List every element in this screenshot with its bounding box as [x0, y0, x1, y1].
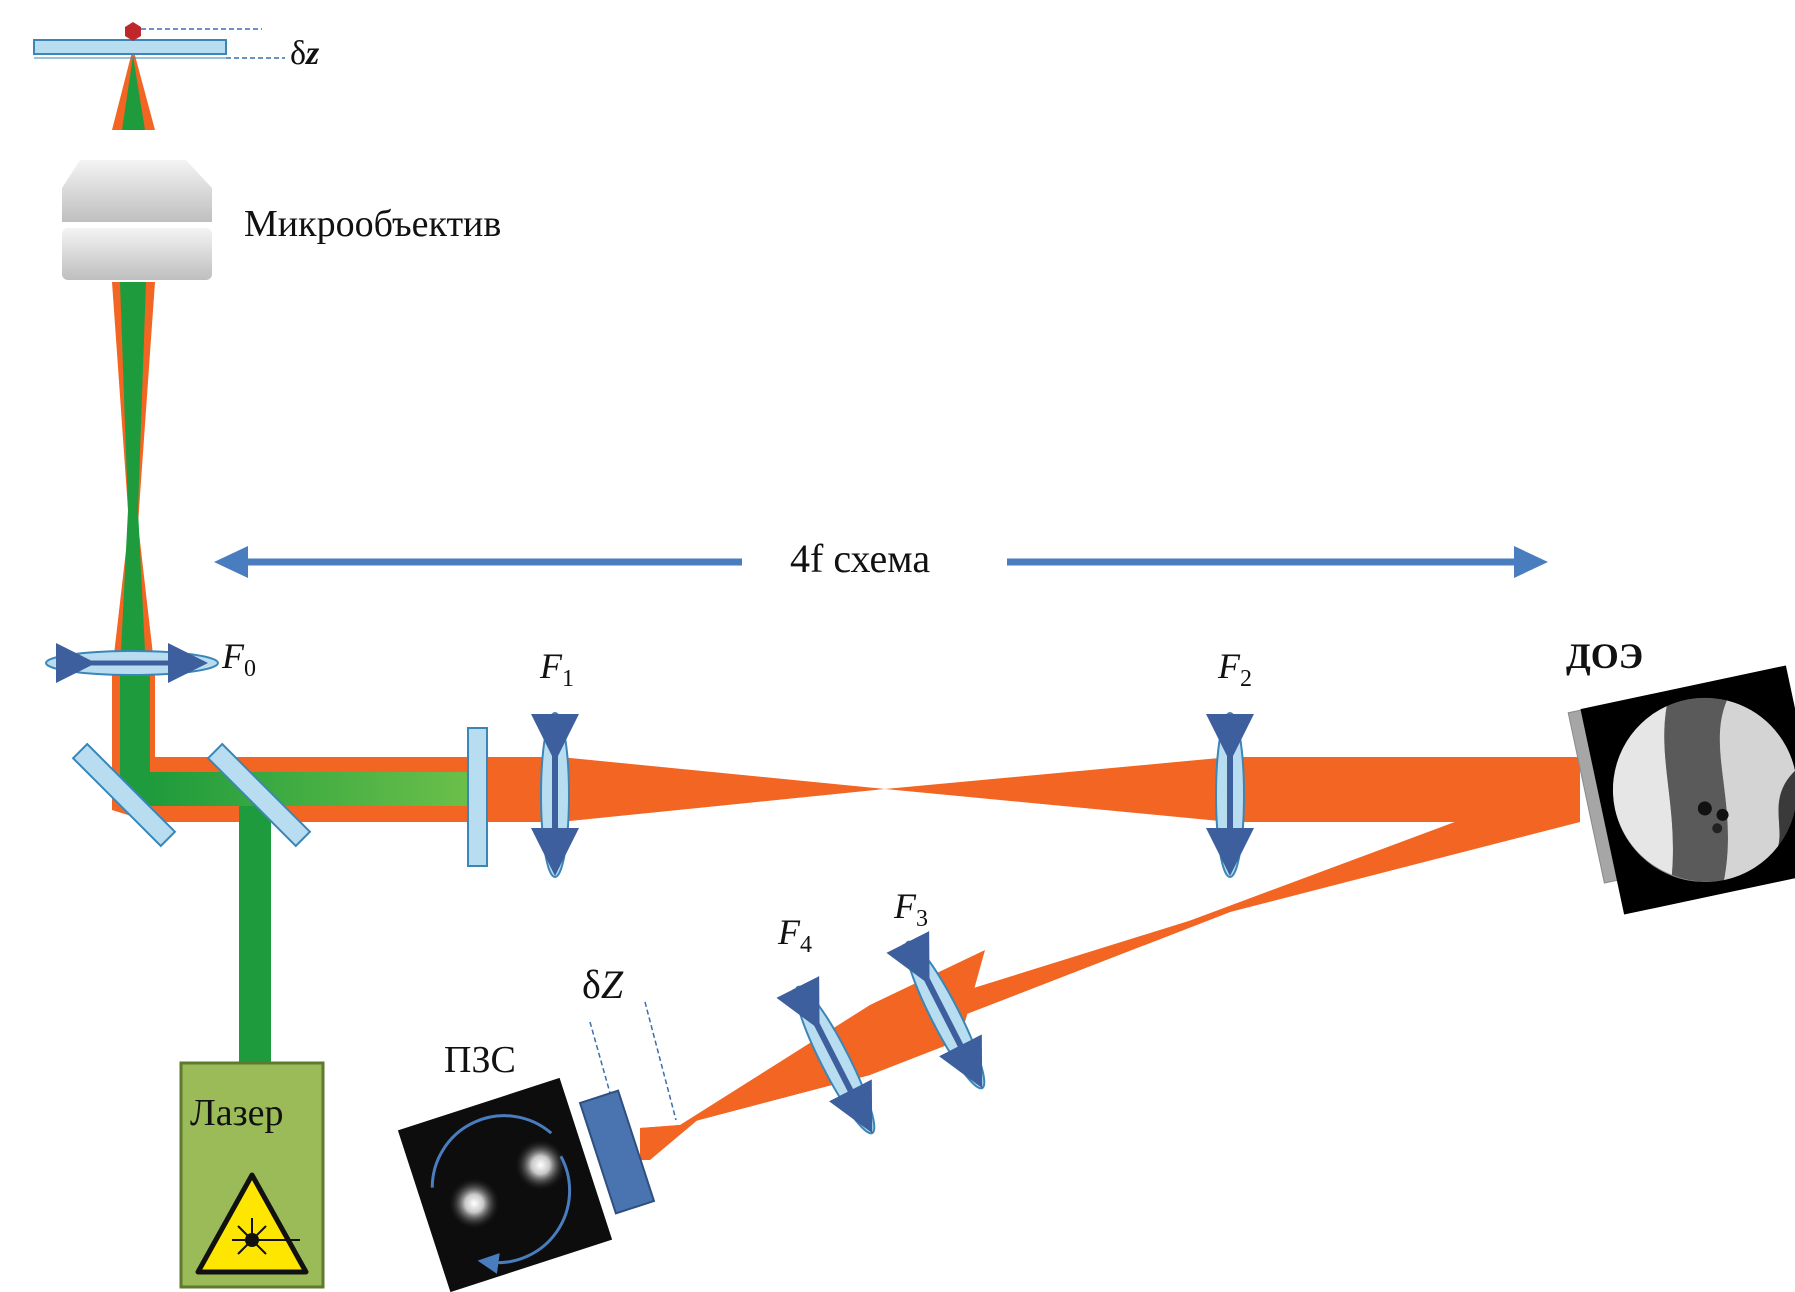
doe-phase-image: [1580, 665, 1795, 915]
lens-f2: [1206, 712, 1254, 878]
objective-label: Микрообъектив: [244, 203, 501, 245]
green-beam-horizontal: [150, 772, 473, 806]
beam-splitter-left: [71, 742, 177, 848]
dz-big-guide-right: [644, 1001, 677, 1121]
dz-big-label: δZ: [582, 962, 624, 1007]
scheme-4f-label: 4f схема: [790, 536, 930, 581]
rotation-arrow: [430, 1114, 553, 1188]
f4-label: F4: [777, 912, 812, 958]
f3-label: F3: [893, 886, 928, 932]
filter-plate: [467, 727, 488, 867]
sample-slide: [33, 39, 227, 55]
f2-label: F2: [1217, 646, 1252, 692]
lens-f4: [776, 976, 876, 1135]
doe-label: ДОЭ: [1566, 636, 1643, 676]
lens-f0: [45, 643, 219, 683]
laser-label: Лазер: [190, 1092, 284, 1134]
ccd-detector: [578, 1089, 656, 1215]
f0-label: F0: [221, 636, 256, 682]
laser-source: [179, 1061, 325, 1289]
beam-splitter-right: [206, 742, 312, 848]
f1-label: F1: [539, 646, 574, 692]
scheme-4f-arrow: [214, 546, 1548, 578]
green-beam-focus: [122, 56, 145, 130]
lens-f3: [886, 931, 986, 1090]
ccd-image: [397, 1077, 613, 1292]
microscope-objective: [62, 160, 212, 280]
dz-big-guide-left: [589, 1021, 611, 1094]
ccd-label: ПЗС: [444, 1039, 516, 1081]
sample-marker: [125, 22, 141, 41]
dz-small-label: δz: [290, 35, 320, 72]
green-beam-laser: [239, 800, 271, 1065]
lens-f1: [531, 712, 579, 878]
